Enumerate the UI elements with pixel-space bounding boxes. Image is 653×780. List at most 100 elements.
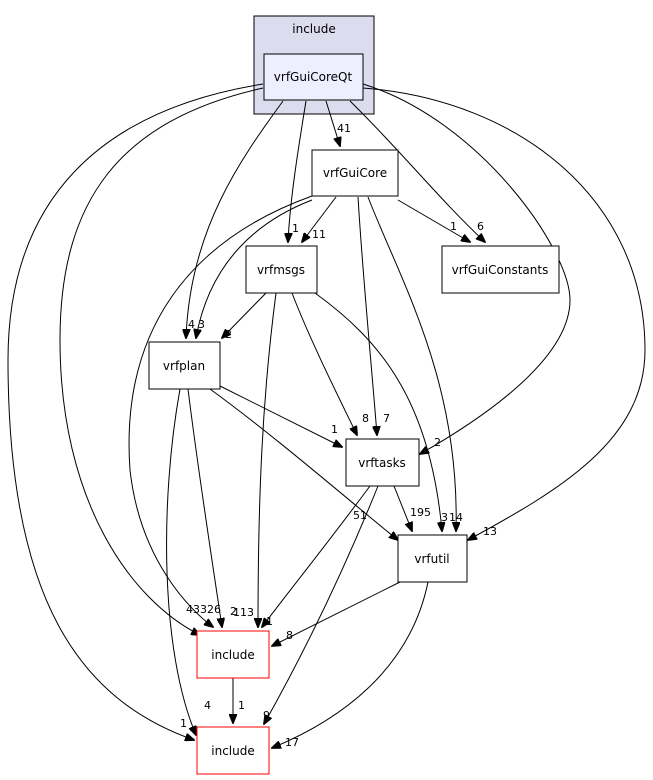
edge-weight-label: 2 xyxy=(225,328,232,341)
edge-line xyxy=(272,581,401,646)
node-label: vrfplan xyxy=(163,359,205,373)
edge-weight-label: 9 xyxy=(263,709,270,722)
edge-weight-label: 11 xyxy=(312,228,326,241)
edge-weight-label: 17 xyxy=(285,736,299,749)
node-box[interactable] xyxy=(148,341,221,390)
edges: 4161321343111147143262831131512419519817… xyxy=(7,83,646,749)
edge-vrfguicore-to-include-a: 326 xyxy=(128,195,313,627)
edge-vrfguicoreqt-to-include-b: 1 xyxy=(7,83,264,740)
edge-vrftasks-to-vrfutil: 195 xyxy=(393,485,431,531)
node-box[interactable] xyxy=(263,53,364,101)
node-box[interactable] xyxy=(311,149,399,197)
edge-vrfguicore-to-vrfplan: 4 xyxy=(188,199,313,338)
cluster-title: include xyxy=(292,22,335,36)
edge-vrfguicore-to-vrfutil: 14 xyxy=(367,196,463,531)
edge-vrftasks-to-include-a: 1 xyxy=(262,485,371,628)
edge-weight-label: 1 xyxy=(292,222,299,235)
edge-line xyxy=(262,485,371,627)
edge-weight-label: 113 xyxy=(233,606,254,619)
edge-weight-label: 3 xyxy=(441,511,448,524)
edge-line xyxy=(196,199,313,338)
node-box[interactable] xyxy=(345,438,420,487)
edge-vrfplan-to-include-b: 4 xyxy=(166,388,211,735)
edge-line xyxy=(209,388,398,540)
node-box[interactable] xyxy=(196,726,270,775)
edge-weight-label: 8 xyxy=(286,629,293,642)
edge-line xyxy=(349,100,485,242)
edge-line xyxy=(288,100,307,242)
node-label: include xyxy=(211,648,254,662)
edge-line xyxy=(362,83,571,454)
edge-weight-label: 1 xyxy=(450,220,457,233)
edge-weight-label: 41 xyxy=(337,122,351,135)
edge-vrfguicoreqt-to-vrfguicore: 41 xyxy=(325,100,351,146)
edge-vrfplan-to-vrftasks: 1 xyxy=(219,385,342,447)
edge-vrftasks-to-include-b: 9 xyxy=(263,485,379,724)
node-vrfplan[interactable]: vrfplan xyxy=(148,341,221,390)
edge-weight-label: 3 xyxy=(198,318,205,331)
edge-vrfguicoreqt-to-vrfmsgs: 1 xyxy=(288,100,307,242)
node-box[interactable] xyxy=(441,245,560,294)
edge-weight-label: 2 xyxy=(230,605,237,618)
edge-vrfmsgs-to-vrfutil: 3 xyxy=(314,292,448,531)
node-label: vrfGuiCore xyxy=(323,166,387,180)
node-vrfmsgs[interactable]: vrfmsgs xyxy=(245,245,318,294)
node-box[interactable] xyxy=(245,245,318,294)
node-box[interactable] xyxy=(397,534,468,583)
edge-vrfmsgs-to-include-a: 113 xyxy=(233,292,277,627)
edge-line xyxy=(367,196,456,531)
edge-weight-label: 6 xyxy=(477,220,484,233)
edge-weight-label: 1 xyxy=(180,717,187,730)
edge-vrfguicore-to-vrfmsgs: 11 xyxy=(302,196,337,242)
node-vrfguicoreqt[interactable]: vrfGuiCoreQt xyxy=(263,53,364,101)
edge-weight-label: 51 xyxy=(353,509,367,522)
edge-line xyxy=(302,196,337,242)
node-vrfguiconstants[interactable]: vrfGuiConstants xyxy=(441,245,560,294)
node-label: vrfmsgs xyxy=(257,263,305,277)
edge-line xyxy=(393,485,412,531)
edge-weight-label: 8 xyxy=(362,412,369,425)
edge-line xyxy=(272,581,429,748)
node-label: vrfGuiCoreQt xyxy=(274,70,353,84)
edge-include-a-to-include-b: 1 xyxy=(233,678,245,723)
node-label: vrfGuiConstants xyxy=(452,263,549,277)
edge-weight-label: 7 xyxy=(383,412,390,425)
edge-line xyxy=(128,195,313,627)
edge-weight-label: 2 xyxy=(434,436,441,449)
edge-weight-label: 1 xyxy=(331,423,338,436)
edge-weight-label: 4 xyxy=(204,699,211,712)
edge-line xyxy=(264,485,379,724)
node-include-a[interactable]: include xyxy=(196,630,270,679)
edge-vrfplan-to-include-a: 2 xyxy=(187,388,237,627)
edge-line xyxy=(314,292,442,531)
edge-line xyxy=(186,100,284,338)
node-include-b[interactable]: include xyxy=(196,726,270,775)
node-box[interactable] xyxy=(196,630,270,679)
edge-line xyxy=(7,83,264,740)
edge-line xyxy=(219,385,342,447)
edge-vrfmsgs-to-vrftasks: 8 xyxy=(291,292,369,435)
edge-weight-label: 13 xyxy=(483,525,497,538)
node-vrfguicore[interactable]: vrfGuiCore xyxy=(311,149,399,197)
edge-vrfmsgs-to-vrfplan: 2 xyxy=(222,292,267,341)
node-label: vrftasks xyxy=(358,456,406,470)
edge-line xyxy=(325,100,340,146)
node-vrftasks[interactable]: vrftasks xyxy=(345,438,420,487)
edge-vrfguicore-to-vrfguiconstants: 1 xyxy=(397,199,470,242)
node-vrfutil[interactable]: vrfutil xyxy=(397,534,468,583)
edge-line xyxy=(357,196,377,435)
edge-line xyxy=(397,199,470,242)
edge-vrfguicoreqt-to-vrfplan: 3 xyxy=(186,100,284,338)
edge-line xyxy=(187,388,222,627)
edge-weight-label: 326 xyxy=(200,603,221,616)
node-label: vrfutil xyxy=(414,552,449,566)
edge-vrfguicoreqt-to-vrfguiconstants: 6 xyxy=(349,100,485,242)
edge-vrfutil-to-include-a: 8 xyxy=(272,581,401,646)
node-label: include xyxy=(211,744,254,758)
edge-vrfplan-to-vrfutil: 51 xyxy=(209,388,398,540)
edge-vrfguicoreqt-to-vrftasks: 2 xyxy=(362,83,571,454)
edge-vrfutil-to-include-b: 17 xyxy=(272,581,429,749)
edge-weight-label: 14 xyxy=(449,511,463,524)
edge-weight-label: 1 xyxy=(266,615,273,628)
